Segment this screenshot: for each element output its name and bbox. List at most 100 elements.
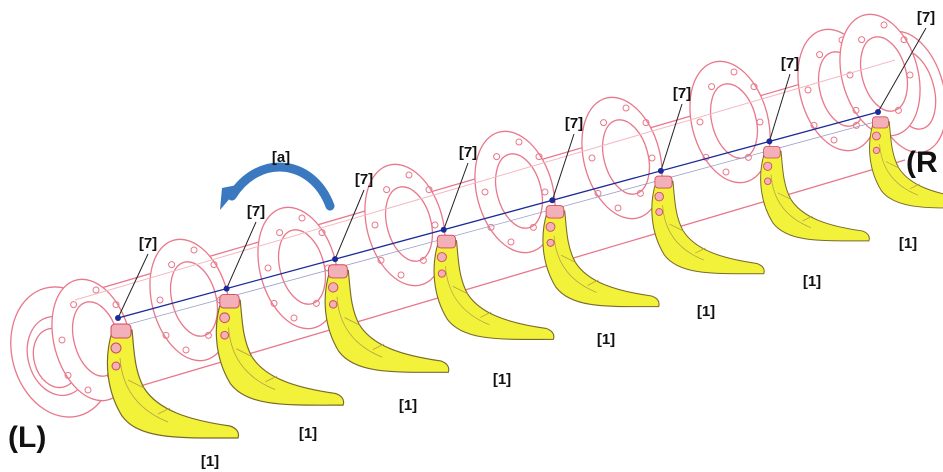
blade: [106, 323, 240, 439]
bolt-hole: [594, 189, 602, 197]
blade-edge-line: [669, 223, 684, 232]
blade-body: [542, 210, 660, 308]
bolt-hole: [846, 71, 854, 79]
blade-clamp: [654, 175, 673, 189]
bolt-hole: [92, 286, 100, 294]
blade-bolt: [110, 342, 122, 354]
bolt-hole: [756, 118, 764, 126]
blade-bolt: [654, 191, 664, 202]
bolt-hole: [397, 271, 405, 279]
bolt-hole: [371, 221, 379, 229]
bolt-hole: [529, 223, 537, 231]
bolt-hole: [270, 299, 278, 307]
blade-edge-line: [157, 407, 171, 415]
bolt-hole: [318, 229, 326, 237]
blade-bolt: [872, 146, 881, 155]
bolt-hole: [210, 261, 218, 269]
blade-edge-line: [265, 375, 278, 383]
rotation-arrow: [220, 162, 335, 211]
attachment-point-marker: [223, 285, 230, 292]
bolt-hole: [750, 83, 758, 91]
blade-callout-label: [1]: [299, 425, 317, 442]
bolt-hole: [383, 186, 391, 194]
bolt-hole: [58, 336, 66, 344]
bolt-hole: [112, 301, 120, 309]
bolt-hole: [312, 299, 320, 307]
blade-bolt: [220, 330, 230, 340]
bolt-hole: [622, 104, 630, 112]
blade: [324, 264, 450, 373]
bolt-hole: [481, 188, 489, 196]
blade-callout-label: [1]: [201, 453, 219, 470]
blade-callout-label: [1]: [597, 331, 615, 348]
curved-arrow-icon: [227, 162, 335, 211]
blade-edge-line: [909, 183, 920, 190]
attachment-point-marker: [766, 138, 773, 145]
blade-bolt: [655, 208, 664, 216]
blade-edge-line: [777, 192, 792, 200]
blade-clamp: [763, 145, 781, 159]
bolt-hole: [515, 138, 523, 146]
attachment-point-marker: [332, 256, 339, 263]
bolt-hole: [162, 331, 170, 339]
blade-edge-line: [587, 279, 599, 286]
blade-bolt: [328, 282, 339, 293]
left-side-label: (L): [8, 421, 46, 454]
callout-leader: [117, 253, 149, 319]
blade-edge-line: [372, 343, 385, 351]
bolt-hole: [535, 153, 543, 161]
blade-edge-line: [553, 235, 597, 293]
callout-leader: [660, 103, 683, 172]
blade-body: [869, 121, 943, 209]
flange: [581, 96, 663, 220]
bolt-hole: [858, 36, 866, 44]
bolt-hole: [419, 256, 427, 264]
blade: [215, 293, 345, 406]
attachment-point-marker: [115, 315, 121, 321]
shaft-axis-line: [117, 111, 879, 319]
bolt-hole: [276, 229, 284, 237]
bolt-hole: [377, 256, 385, 264]
blade-bolt: [545, 222, 556, 232]
bolt-hole: [493, 153, 501, 161]
bolt-hole: [906, 71, 914, 79]
bolt-hole: [507, 238, 515, 246]
bolt-hole: [168, 261, 176, 269]
point-callout-label: [7]: [139, 235, 157, 252]
shaft-highlight: [74, 59, 896, 301]
blade-clamp: [328, 264, 348, 279]
bolt-hole: [405, 171, 413, 179]
flange: [474, 130, 556, 254]
blade-callout-label: [1]: [399, 397, 417, 414]
point-callout-label: [7]: [673, 85, 691, 102]
blade-edge-line: [480, 311, 492, 318]
blade-edge-line: [127, 379, 145, 389]
blade-clamp: [871, 116, 889, 129]
blade-bolt: [328, 300, 338, 309]
point-callout-label: [7]: [565, 115, 583, 132]
blade-bolt: [764, 177, 772, 185]
bolt-hole: [900, 36, 908, 44]
blade-edge-line: [228, 327, 276, 390]
blade-clamp: [219, 293, 240, 309]
blade-body: [324, 269, 450, 373]
blade: [869, 116, 943, 209]
bolt-hole: [156, 296, 164, 304]
blade-bolt: [871, 131, 881, 141]
flange: [364, 163, 446, 287]
bolt-hole: [648, 154, 656, 162]
bolt-hole: [298, 214, 306, 222]
bolt-hole: [541, 188, 549, 196]
callout-leader: [768, 73, 791, 142]
blade-bolt: [219, 312, 230, 324]
blade-body: [433, 240, 555, 340]
rotation-label: [a]: [272, 149, 290, 166]
point-callout-label: [7]: [459, 144, 477, 161]
bolt-hole: [264, 264, 272, 272]
bolt-hole: [810, 121, 818, 129]
callout-leader: [551, 133, 575, 201]
flange: [149, 238, 231, 362]
blade-body: [215, 299, 345, 406]
bolt-hole: [852, 106, 860, 114]
